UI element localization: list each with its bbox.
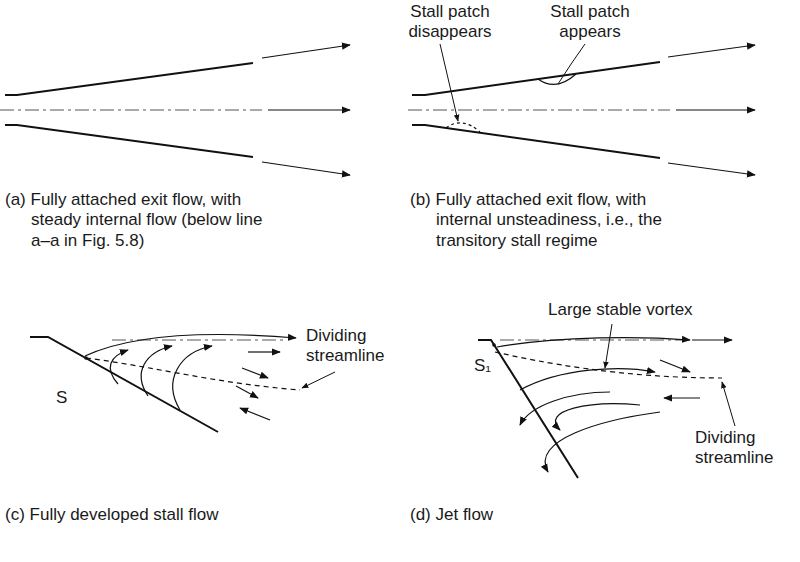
centerline	[500, 340, 690, 341]
flow-arrow	[248, 351, 280, 352]
recirculation-streamline	[110, 350, 128, 384]
streamline	[497, 338, 690, 347]
diffuser-wall	[5, 63, 253, 95]
vortex-streamline	[520, 369, 655, 390]
flow-arrow	[692, 339, 732, 340]
flow-arrow	[668, 45, 755, 57]
leader-line	[440, 44, 458, 121]
flow-arrow	[660, 360, 690, 372]
flow-arrows	[85, 45, 755, 472]
separation-point	[492, 343, 496, 347]
panel-caption: (c) Fully developed stall flow	[5, 505, 325, 525]
diffuser-wall	[5, 125, 253, 157]
diffuser-wall	[478, 340, 578, 478]
flow-arrow	[262, 162, 350, 175]
point-label: S₁	[474, 356, 504, 376]
separation-points	[84, 343, 496, 360]
diffuser-wall	[412, 62, 660, 95]
leader-line	[605, 324, 612, 368]
flow-arrow	[242, 368, 268, 378]
flow-arrow	[236, 386, 258, 398]
dividing-streamline	[86, 358, 300, 390]
flow-arrow	[262, 45, 350, 58]
point-label: S	[56, 388, 76, 408]
walls	[5, 62, 660, 478]
stall-patch	[538, 74, 576, 84]
callout-label: Stall patch disappears	[395, 2, 505, 43]
panel-caption: (b) Fully attached exit flow, with inter…	[410, 190, 695, 251]
flow-arrow	[668, 163, 755, 175]
leader-line	[558, 44, 585, 84]
callout-label: Large stable vortex	[548, 300, 718, 320]
dividing-streamline	[495, 352, 722, 378]
leader-line	[722, 382, 735, 426]
diffuser-wall	[412, 125, 660, 158]
flow-arrow	[268, 109, 350, 110]
centerline	[408, 110, 670, 111]
flow-arrow	[664, 397, 700, 398]
callout-label: Dividing streamline	[695, 428, 795, 469]
panel-caption: (d) Jet flow	[410, 505, 710, 525]
diffuser-wall	[30, 337, 218, 432]
vortex-streamline	[520, 392, 610, 425]
dividing-streamlines	[86, 352, 722, 390]
flow-arrow	[676, 109, 755, 110]
leader-lines	[302, 44, 735, 426]
callout-label: Stall patch appears	[540, 2, 640, 43]
panel-caption: (a) Fully attached exit flow, with stead…	[5, 190, 277, 251]
leader-line	[302, 372, 335, 388]
centerline	[0, 110, 262, 111]
streamline	[85, 334, 296, 356]
callout-label: Dividing streamline	[306, 326, 406, 367]
vortex-streamline	[545, 412, 660, 472]
stall-patch	[446, 123, 480, 132]
flow-arrow	[240, 408, 270, 420]
separation-point	[84, 356, 88, 360]
stall-patches	[446, 74, 576, 132]
